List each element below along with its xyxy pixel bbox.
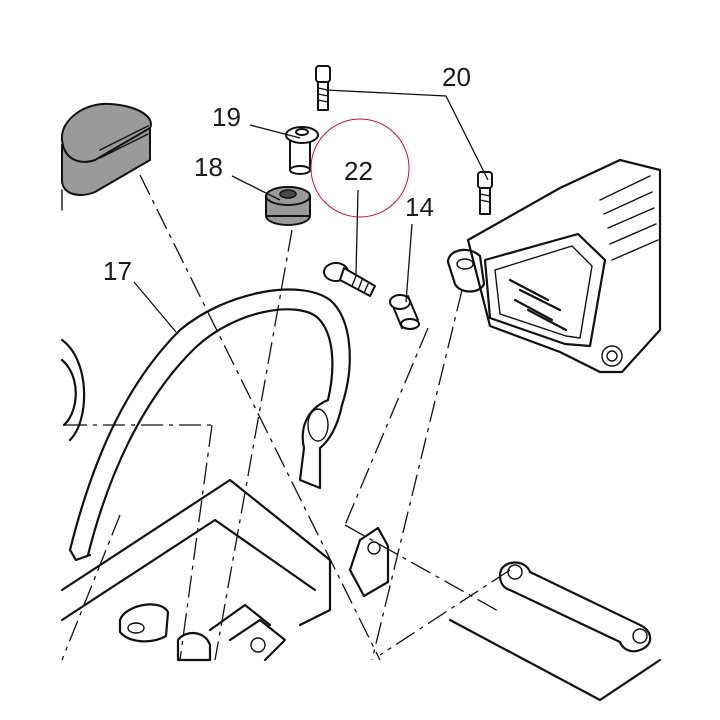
callout-18: 18 xyxy=(194,152,223,182)
assembly-center-lines xyxy=(61,174,511,661)
callout-19: 19 xyxy=(212,102,241,132)
end-cap-part xyxy=(60,102,152,211)
connector-module xyxy=(446,158,662,374)
screw-part-20-lower xyxy=(477,171,493,215)
callout-17: 17 xyxy=(103,256,132,286)
bushing-part-14 xyxy=(389,294,420,330)
strap-bracket-part-17 xyxy=(68,288,351,562)
callout-leaders xyxy=(133,89,489,333)
left-edge-fragments xyxy=(60,338,86,442)
lower-housing-frame xyxy=(60,478,390,662)
highlight-circle xyxy=(310,118,410,218)
callout-20: 20 xyxy=(442,62,471,92)
screw-part-20-upper xyxy=(315,65,331,111)
grommet-part-18 xyxy=(265,186,311,226)
bolt-part-22 xyxy=(323,262,376,297)
spacer-sleeve-part-19 xyxy=(285,126,319,175)
callout-22: 22 xyxy=(344,156,373,186)
callout-14: 14 xyxy=(405,192,434,222)
link-bracket xyxy=(448,561,662,702)
